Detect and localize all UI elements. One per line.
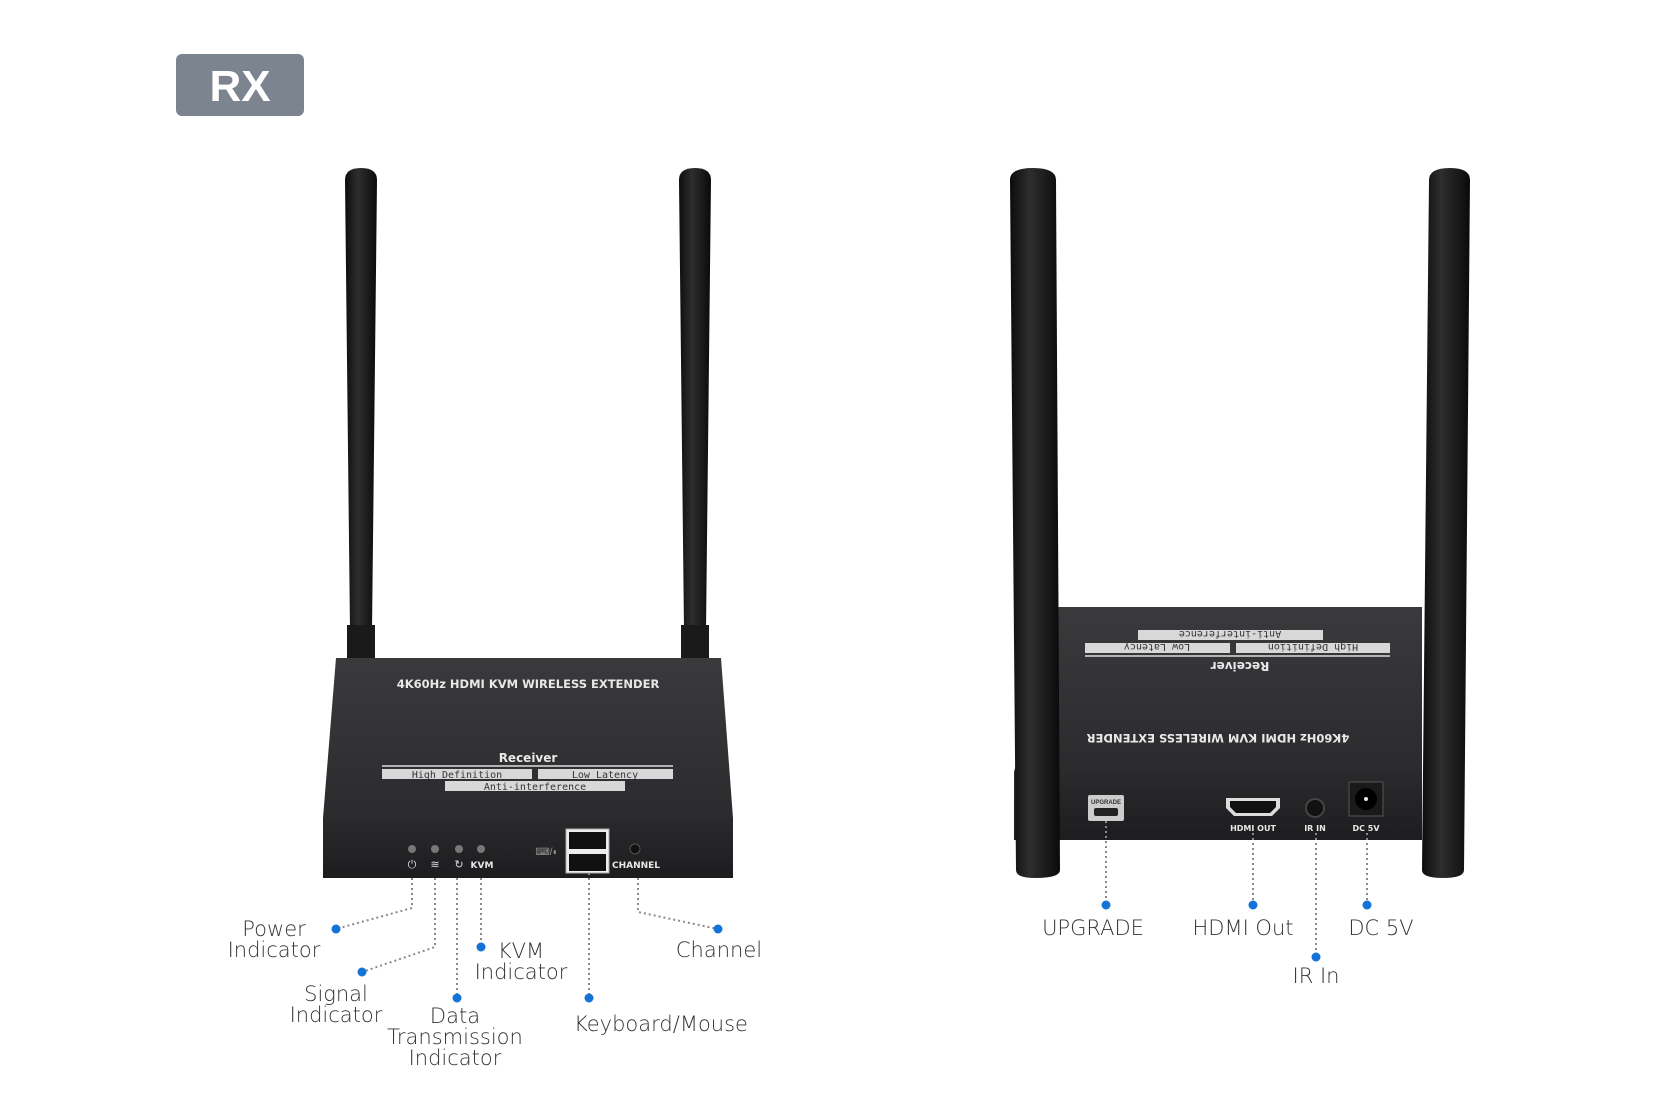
usb-ports — [565, 828, 610, 874]
callout-keyboard-mouse: Keyboard/Mouse — [574, 1012, 748, 1036]
antenna-left — [345, 168, 377, 660]
upgrade-port-label: UPGRADE — [1091, 800, 1121, 806]
receiver-text: Receiver — [1211, 659, 1270, 673]
front-panel — [323, 818, 733, 878]
antenna-left — [1010, 168, 1060, 878]
front-device: 4K60Hz HDMI KVM WIRELESS EXTENDER Receiv… — [323, 168, 733, 878]
antenna-right — [679, 168, 711, 660]
rear-device: Receiver 4K60Hz HDMI KVM WIRELESS EXTEND… — [1010, 168, 1470, 878]
feature-label: High Definition — [1268, 641, 1358, 652]
led-indicators: ⏻ ≋ ↻ KVM — [408, 845, 494, 871]
callout-ir-in: IR In — [1293, 964, 1340, 988]
ir-port-label: IR IN — [1304, 824, 1326, 833]
callout-dc-5v: DC 5V — [1348, 916, 1413, 940]
callout-upgrade: UPGRADE — [1042, 916, 1144, 940]
upgrade-port: UPGRADE — [1088, 795, 1124, 821]
rx-badge: RX — [176, 54, 304, 116]
model-text: 4K60Hz HDMI KVM WIRELESS EXTENDER — [1087, 731, 1350, 745]
hdmi-port-label: HDMI OUT — [1230, 824, 1276, 833]
dc-port-label: DC 5V — [1352, 824, 1380, 833]
badge-label: RX — [209, 62, 270, 111]
feature-label: Anti-interference — [1179, 628, 1281, 639]
wifi-icon: ≋ — [430, 859, 439, 871]
antenna-right — [1422, 168, 1470, 878]
feature-label: Anti-interference — [484, 782, 586, 793]
callout-channel: Channel — [676, 938, 762, 962]
channel-panel-label: CHANNEL — [612, 861, 660, 871]
channel-button — [629, 843, 641, 855]
dc-5v-port: DC 5V — [1348, 781, 1384, 833]
kvm-panel-label: KVM — [471, 861, 494, 871]
sync-icon: ↻ — [454, 859, 463, 871]
power-icon: ⏻ — [408, 859, 417, 871]
callout-hdmi-out: HDMI Out — [1192, 916, 1293, 940]
feature-label: High Definition — [412, 770, 502, 781]
feature-label: Low Latency — [572, 770, 638, 781]
feature-label: Low Latency — [1124, 641, 1190, 652]
keyboard-mouse-icon: ⌨/◐ — [535, 847, 558, 858]
receiver-text: Receiver — [499, 751, 558, 765]
ir-in-port: IR IN — [1304, 798, 1326, 833]
model-text: 4K60Hz HDMI KVM WIRELESS EXTENDER — [397, 677, 660, 691]
hdmi-out-port: HDMI OUT — [1226, 798, 1280, 833]
